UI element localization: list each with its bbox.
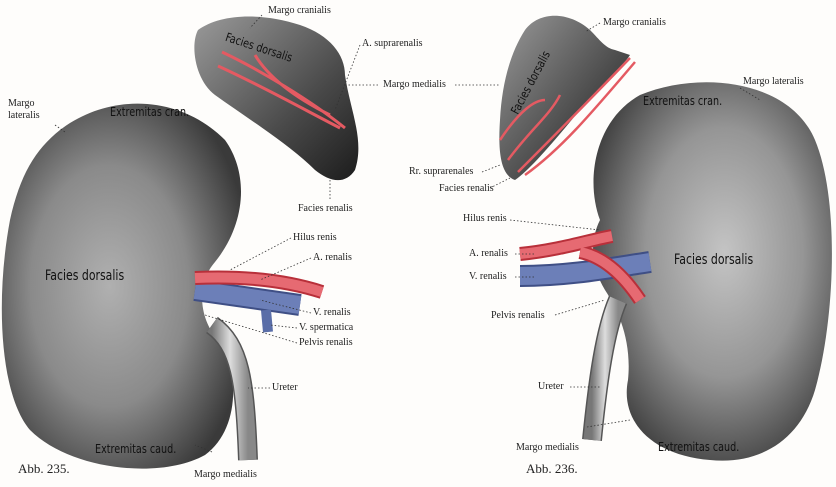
label-a-suprarenalis: A. suprarenalis bbox=[362, 38, 423, 49]
label-margo-lateralis-236: Margo lateralis bbox=[743, 76, 804, 87]
label-ureter-236: Ureter bbox=[538, 381, 564, 392]
label-margo-medialis-236: Margo medialis bbox=[516, 442, 579, 453]
right-adrenal bbox=[499, 15, 630, 181]
label-facies-dorsalis-235: Facies dorsalis bbox=[45, 268, 125, 284]
label-margo-cranialis-235: Margo cranialis bbox=[268, 5, 331, 16]
label-facies-dorsalis-236: Facies dorsalis bbox=[674, 252, 754, 268]
label-pelvis-renalis-236: Pelvis renalis bbox=[491, 310, 545, 321]
label-facies-renalis-236: Facies renalis bbox=[439, 183, 494, 194]
label-facies-renalis-235: Facies renalis bbox=[298, 203, 353, 214]
label-extremitas-cran-236: Extremitas cran. bbox=[643, 94, 723, 108]
label-margo-medialis-shared: Margo medialis bbox=[383, 79, 446, 90]
label-v-renalis-235: V. renalis bbox=[313, 307, 351, 318]
caption-abb-236: Abb. 236. bbox=[526, 461, 578, 476]
label-margo-medialis-235: Margo medialis bbox=[194, 469, 257, 480]
label-a-renalis-236: A. renalis bbox=[469, 248, 508, 259]
label-extremitas-caud-236: Extremitas caud. bbox=[658, 440, 740, 454]
label-extremitas-caud-235: Extremitas caud. bbox=[95, 442, 177, 456]
right-kidney bbox=[593, 82, 832, 461]
label-hilus-renis-236: Hilus renis bbox=[463, 213, 507, 224]
label-margo-cranialis-236: Margo cranialis bbox=[603, 17, 666, 28]
label-v-renalis-236: V. renalis bbox=[469, 271, 507, 282]
label-pelvis-renalis-235: Pelvis renalis bbox=[299, 337, 353, 348]
label-margo-lateralis-235: Margo lateralis bbox=[8, 98, 40, 121]
leader-lines bbox=[54, 14, 761, 453]
label-hilus-renis-235: Hilus renis bbox=[293, 232, 337, 243]
label-v-spermatica: V. spermatica bbox=[299, 322, 354, 333]
caption-abb-235: Abb. 235. bbox=[18, 461, 70, 476]
label-extremitas-cran-235: Extremitas cran. bbox=[110, 105, 190, 119]
left-kidney bbox=[1, 103, 242, 469]
label-rr-suprarenales: Rr. suprarenales bbox=[409, 166, 474, 177]
label-ureter-235: Ureter bbox=[272, 382, 298, 393]
label-a-renalis-235: A. renalis bbox=[313, 252, 352, 263]
